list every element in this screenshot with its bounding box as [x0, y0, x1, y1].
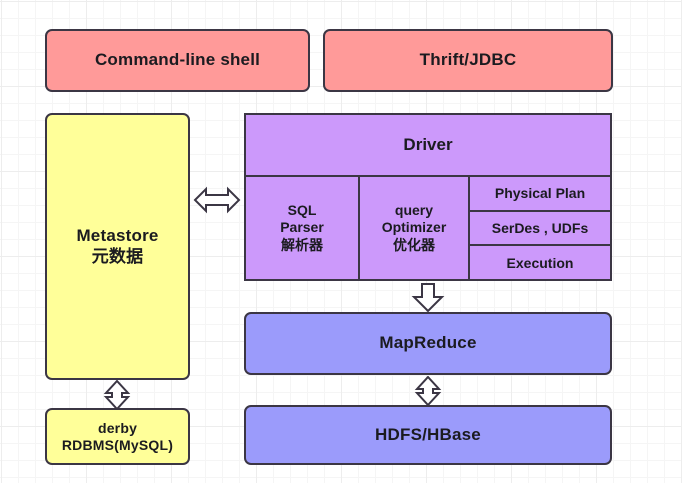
node-sql-parser[interactable]: SQL Parser 解析器 [246, 177, 360, 279]
node-label-line2: Optimizer [381, 219, 447, 236]
node-driver-title: Driver [246, 115, 610, 177]
node-query-optimizer[interactable]: query Optimizer 优化器 [360, 177, 470, 279]
node-driver-group[interactable]: Driver SQL Parser 解析器 query Optimizer 优化… [244, 113, 612, 281]
driver-right-column: Physical Plan SerDes , UDFs Execution [470, 177, 610, 279]
node-label: Physical Plan [494, 185, 586, 202]
node-label: SerDes , UDFs [491, 220, 589, 236]
node-metastore[interactable]: Metastore 元数据 [45, 113, 190, 380]
node-label-line3: 优化器 [392, 236, 435, 253]
node-label-line2: RDBMS(MySQL) [61, 436, 174, 453]
node-command-line-shell[interactable]: Command-line shell [45, 29, 310, 92]
node-label: HDFS/HBase [375, 424, 481, 444]
node-label: Execution [506, 254, 574, 271]
node-label: Driver [403, 135, 453, 154]
metastore-label-block: Metastore 元数据 [76, 226, 158, 266]
node-label-cn: 元数据 [91, 246, 144, 266]
node-serdes-udfs[interactable]: SerDes , UDFs [470, 212, 610, 247]
node-label-line1: query [394, 201, 434, 218]
node-label: Thrift/JDBC [419, 50, 517, 70]
node-label-line3: 解析器 [281, 236, 323, 253]
node-thrift-jdbc[interactable]: Thrift/JDBC [323, 29, 613, 92]
query-optimizer-label-block: query Optimizer 优化器 [382, 202, 447, 255]
node-mapreduce[interactable]: MapReduce [244, 312, 612, 375]
double-headed-vertical-arrow-icon [414, 376, 442, 406]
node-label-en: Metastore [76, 226, 159, 246]
node-label-line1: SQL [287, 201, 317, 218]
node-label-line2: Parser [280, 219, 324, 236]
driver-columns: SQL Parser 解析器 query Optimizer 优化器 Physi… [246, 177, 610, 279]
node-derby-rdbms[interactable]: derby RDBMS(MySQL) [45, 408, 190, 465]
sql-parser-label-block: SQL Parser 解析器 [280, 202, 324, 255]
double-headed-horizontal-arrow-icon [193, 184, 241, 216]
node-physical-plan[interactable]: Physical Plan [470, 177, 610, 212]
node-label-line1: derby [97, 419, 138, 436]
double-headed-vertical-arrow-icon [103, 380, 131, 410]
node-label: Command-line shell [94, 50, 261, 70]
node-hdfs-hbase[interactable]: HDFS/HBase [244, 405, 612, 465]
node-execution[interactable]: Execution [470, 246, 610, 279]
node-label: MapReduce [379, 333, 477, 353]
down-arrow-icon [411, 283, 445, 313]
derby-label-block: derby RDBMS(MySQL) [47, 420, 188, 453]
